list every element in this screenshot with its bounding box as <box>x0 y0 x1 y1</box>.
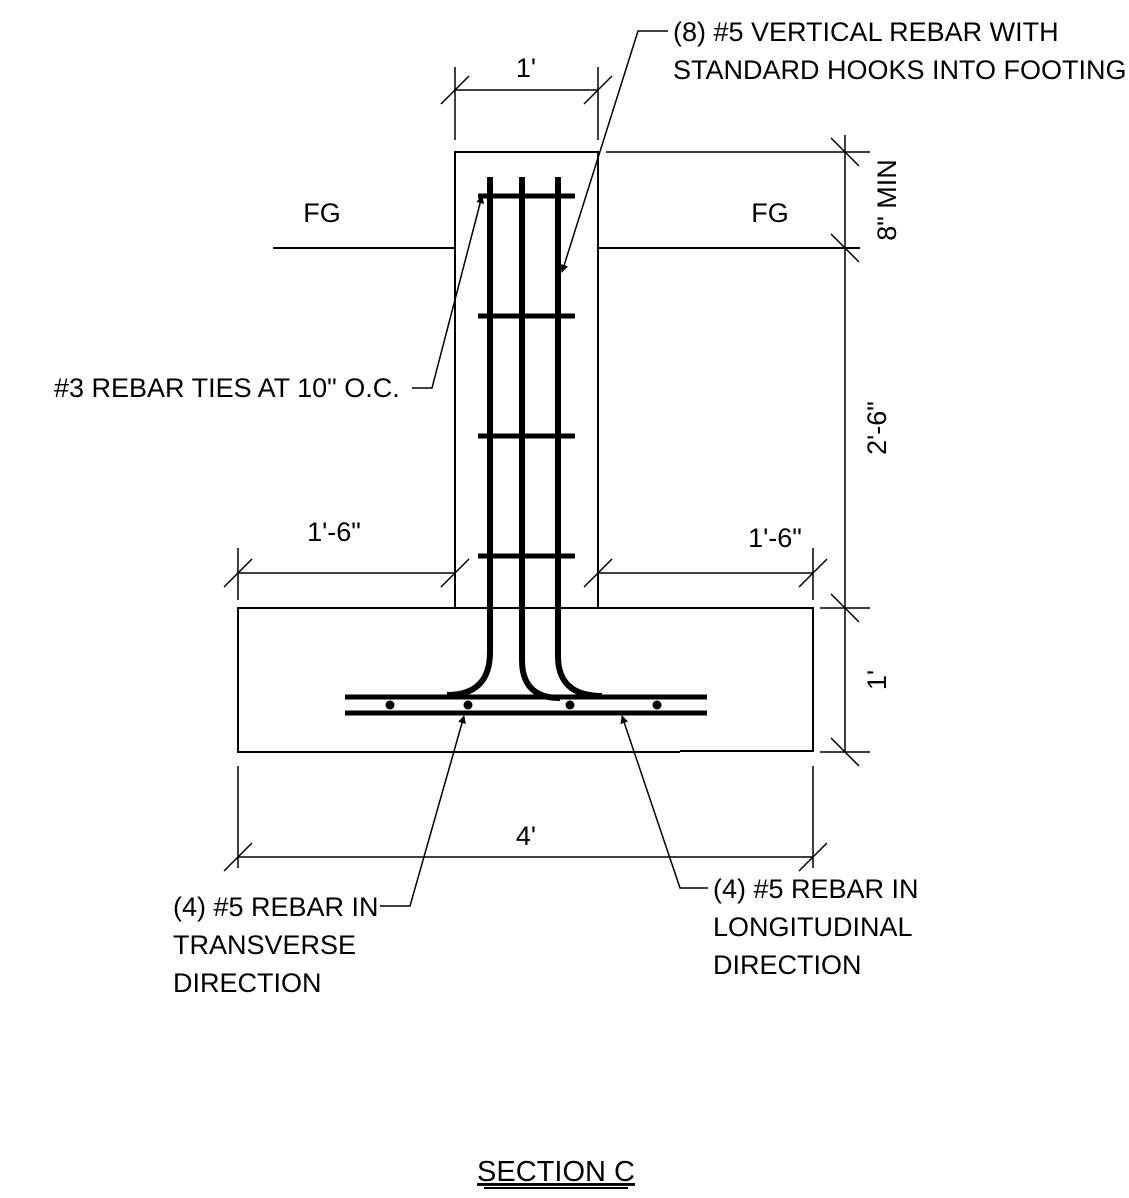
dim-stem-cover-label: 8" MIN <box>872 159 902 241</box>
finish-grade-label-left: FG <box>303 198 341 228</box>
dim-footing-width: 4' <box>223 766 828 872</box>
leader-longitudinal <box>620 715 708 889</box>
leader-transverse <box>380 715 466 907</box>
vertical-rebar <box>446 177 493 698</box>
dim-stem-width-label: 1' <box>516 53 536 83</box>
callout-vertical-rebar-line: (8) #5 VERTICAL REBAR WITH <box>673 17 1059 47</box>
callout-longitudinal-line: DIRECTION <box>713 950 862 980</box>
callout-ties: #3 REBAR TIES AT 10" O.C. <box>54 373 400 403</box>
longitudinal-rebar-dot <box>385 700 395 710</box>
drawing-title: SECTION C <box>477 1156 635 1188</box>
dim-stem-height-label: 2'-6" <box>862 401 892 455</box>
dim-left-projection-label: 1'-6" <box>307 517 361 547</box>
callout-transverse-line: TRANSVERSE <box>173 930 356 960</box>
rebar-ties-group <box>478 193 575 559</box>
longitudinal-rebar-dot <box>463 700 473 710</box>
dim-right-projection-label: 1'-6" <box>748 523 802 553</box>
callout-transverse-line: (4) #5 REBAR IN <box>173 892 379 922</box>
finish-grade-label-right: FG <box>751 198 789 228</box>
dim-right-projection: 1'-6" <box>583 523 828 600</box>
callout-vertical-rebar-line: STANDARD HOOKS INTO FOOTING <box>673 55 1127 85</box>
stem-wall-outline <box>454 151 599 609</box>
dim-footing-width-label: 4' <box>516 821 536 851</box>
callout-transverse-line: DIRECTION <box>173 968 322 998</box>
callout-vertical-rebar: (8) #5 VERTICAL REBAR WITH STANDARD HOOK… <box>673 17 1127 85</box>
dim-vertical-chain <box>606 135 870 767</box>
bottom-rebar-mat <box>345 694 707 716</box>
leader-ties <box>412 195 485 389</box>
callout-longitudinal: (4) #5 REBAR IN LONGITUDINAL DIRECTION <box>713 874 926 980</box>
longitudinal-rebar-dot <box>652 700 662 710</box>
footing-outline <box>237 607 814 753</box>
leader-vertical-rebar <box>560 30 668 273</box>
dim-footing-thickness-label: 1' <box>862 670 892 690</box>
callout-transverse: (4) #5 REBAR IN TRANSVERSE DIRECTION <box>173 892 386 998</box>
dim-stem-width: 1' <box>440 53 613 140</box>
callout-longitudinal-line: (4) #5 REBAR IN <box>713 874 919 904</box>
callout-longitudinal-line: LONGITUDINAL <box>713 912 913 942</box>
dim-left-projection: 1'-6" <box>223 517 470 600</box>
longitudinal-rebar-dot <box>565 700 575 710</box>
